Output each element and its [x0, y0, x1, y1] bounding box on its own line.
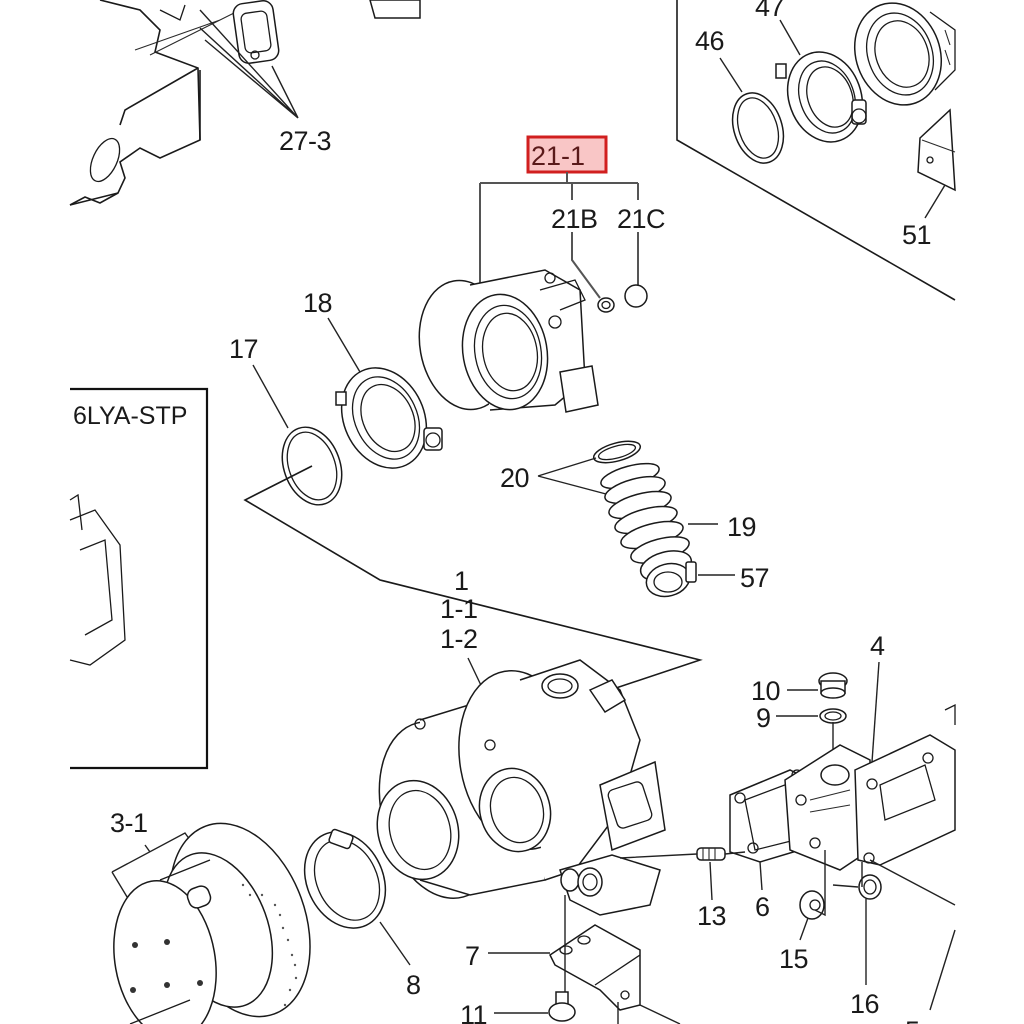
- leader-lower: [617, 1002, 681, 1024]
- leader-15: [799, 850, 826, 941]
- bracket-7: [549, 924, 641, 1011]
- clamp-ring-20: [592, 440, 642, 464]
- leader-20: [537, 457, 607, 495]
- washer-9: [819, 708, 847, 724]
- leader-46: [719, 57, 743, 93]
- clamp-18: [335, 367, 443, 469]
- callout-3-1: 3-1: [110, 808, 148, 838]
- callout-13: 13: [697, 901, 726, 931]
- stud-13: [696, 847, 726, 861]
- assembly-frame-line: [243, 465, 703, 696]
- air-cleaner-3-1: [113, 822, 311, 1024]
- compressor-housing-21-1: [418, 269, 599, 413]
- leader-6: [759, 861, 763, 891]
- leader-51: [924, 184, 946, 219]
- leader-16: [832, 862, 867, 985]
- callout-17: 17: [229, 334, 258, 364]
- flange-5: [854, 703, 956, 866]
- engine-block-fragment: [69, 0, 241, 206]
- filter-element-3A: [241, 883, 298, 1007]
- callout-11: 11: [460, 1000, 487, 1024]
- callout-46: 46: [695, 26, 724, 56]
- callout-20: 20: [500, 463, 529, 493]
- leader-18: [327, 317, 361, 373]
- callout-21-1[interactable]: 21-1: [531, 141, 585, 171]
- nut-15: [799, 890, 825, 920]
- callout-57: 57: [740, 563, 769, 593]
- clamp-47: [775, 51, 867, 143]
- leader-13: [619, 851, 746, 901]
- bracket-21-1: [479, 172, 639, 299]
- leader-17: [252, 364, 289, 429]
- o-ring-46: [731, 92, 785, 164]
- nut-16: [858, 874, 882, 900]
- bracket-51: [917, 108, 956, 192]
- callout-1-2: 1-2: [440, 624, 478, 654]
- pipe-flange-top-right: [853, 2, 956, 106]
- leader-5: [869, 859, 956, 1011]
- turbocharger-1: [376, 659, 666, 916]
- callout-1: 1: [454, 566, 469, 596]
- gasket-27-3: [159, 0, 421, 64]
- callout-9: 9: [756, 703, 771, 733]
- inset-frame-top-right: [676, 0, 956, 301]
- callout-27-3: 27-3: [279, 126, 331, 156]
- callout-51: 51: [902, 220, 931, 250]
- callout-5: 5: [905, 1016, 920, 1024]
- callout-21C: 21C: [617, 204, 665, 234]
- leader-8: [379, 921, 411, 966]
- plug-10: [818, 672, 848, 699]
- leader-4: [871, 661, 880, 763]
- callout-18: 18: [303, 288, 332, 318]
- callout-47: 47: [755, 0, 784, 22]
- callout-15: 15: [779, 944, 808, 974]
- inset-frame-left: [69, 387, 209, 770]
- clamp-8: [303, 828, 387, 929]
- highlight-box-21-1[interactable]: [526, 135, 608, 174]
- callout-19: 19: [727, 512, 756, 542]
- leader-27-3: [199, 9, 299, 119]
- callout-1-1: 1-1: [440, 594, 478, 624]
- callout-4: 4: [870, 631, 885, 661]
- washer-21B: [597, 297, 615, 313]
- callout-8: 8: [406, 970, 421, 1000]
- callout-6: 6: [755, 892, 770, 922]
- bellows-hose-19: [600, 462, 697, 598]
- leader-47: [779, 19, 801, 56]
- callout-16: 16: [850, 989, 879, 1019]
- plug-21C: [624, 284, 648, 308]
- callout-7: 7: [465, 941, 480, 971]
- bolt-11: [548, 991, 576, 1022]
- inset-model-label: 6LYA-STP: [73, 402, 187, 430]
- callout-10: 10: [751, 676, 780, 706]
- callout-21B: 21B: [551, 204, 598, 234]
